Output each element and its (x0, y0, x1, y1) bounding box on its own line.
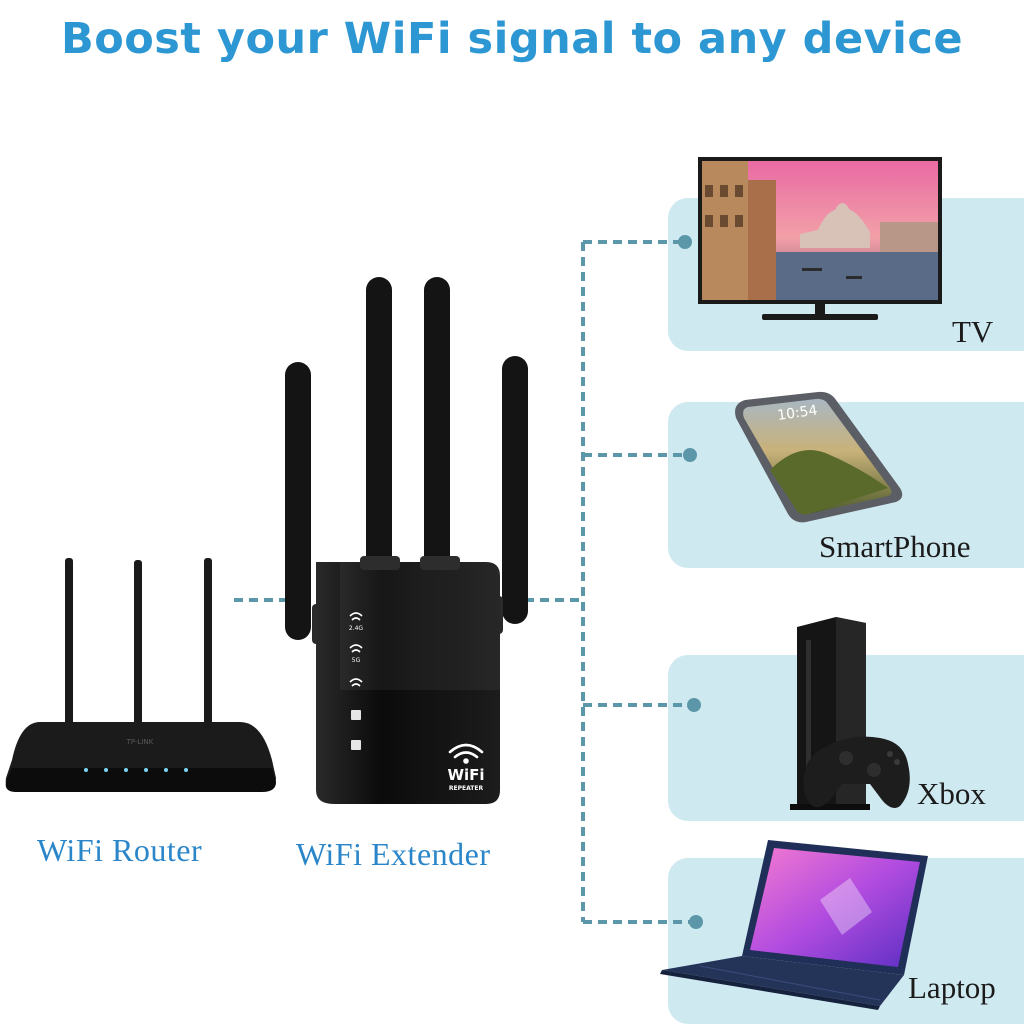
phone-clock-text: 10:54 (776, 402, 818, 423)
router-brand-text: TP-LINK (126, 738, 154, 746)
laptop-icon (660, 840, 928, 1010)
extender-brand-text: WiFi (447, 766, 484, 784)
ethernet-led-icon (351, 710, 361, 720)
connector-lines (234, 240, 694, 924)
xbox-connector-dot (687, 698, 701, 712)
extender-caption: WiFi Extender (296, 836, 491, 872)
television-icon (698, 157, 942, 320)
device-label-tv: TV (952, 314, 994, 349)
device-label-laptop: Laptop (908, 970, 996, 1005)
laptop-connector-dot (689, 915, 703, 929)
device-label-xbox: Xbox (917, 776, 986, 811)
controller-icon (803, 736, 910, 808)
device-label-smartphone: SmartPhone (819, 529, 971, 564)
extender-model-text: REPEATER (449, 785, 484, 792)
smartphone-connector-dot (683, 448, 697, 462)
router-icon: TP-LINK (5, 558, 276, 792)
tv-connector-dot (678, 235, 692, 249)
game-console-icon (790, 617, 910, 810)
router-caption: WiFi Router (37, 832, 203, 868)
smartphone-icon: 10:54 (735, 391, 903, 523)
wifi-badge-icon (448, 743, 484, 764)
extender-icon: 2.4G 5G WiFi REPEATER (285, 277, 528, 804)
power-led-icon (351, 740, 361, 750)
led-label-24g: 2.4G (349, 625, 364, 632)
page-title: Boost your WiFi signal to any device (60, 14, 964, 64)
led-label-5g: 5G (352, 657, 361, 664)
